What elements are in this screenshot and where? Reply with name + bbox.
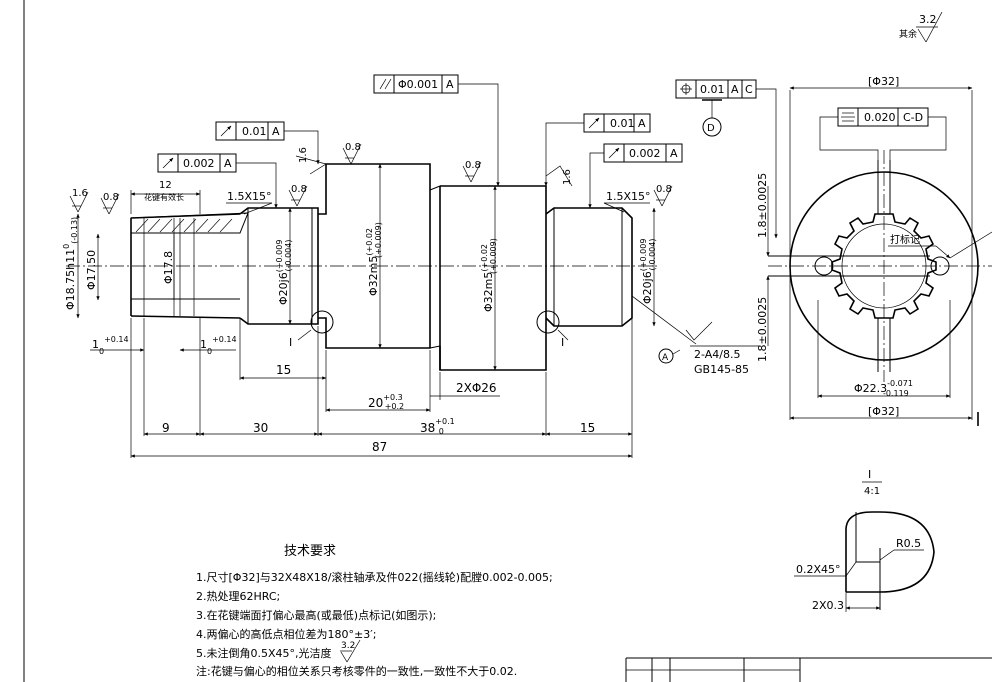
detail-chamfer: 0.2X45° [796,563,841,576]
svg-text:0.002: 0.002 [183,157,215,170]
rough-0-8-j6: 0.8 [291,184,307,195]
svg-text:Φ0.001: Φ0.001 [398,78,438,91]
gdt-runout-a2: 0.01 A [544,113,651,187]
datum-d-circle [702,117,722,137]
svg-text:A: A [638,117,646,130]
gdt-symmetry: 0.020 C-D [819,107,947,206]
rough-1-6-side-right: 1.6 [562,169,573,185]
svg-text:A: A [446,78,454,91]
datum-a: A [662,353,669,363]
mark-note: 打标记 [890,233,920,246]
dim-d20j6-left: Φ20j6(+0.009(-0.004) [275,240,293,305]
note-3: 3.在花键端面打偏心最高(或最低)点标记(如图示); [196,608,436,622]
svg-text:0.01: 0.01 [242,125,267,138]
center-std: GB145-85 [694,363,749,376]
dim-d32-top: [Φ32] [868,75,899,88]
technical-notes: 技术要求 1.尺寸[Φ32]与32X48X18/滚柱轴承及件022(摇线轮)配膛… [196,544,553,678]
dim-12: 12 [159,180,172,191]
notes-title: 技术要求 [284,544,336,559]
note-6: 注:花键与偏心的相位关系只考核零件的一致性,一致性不大于0.02. [196,664,517,678]
detail-label: I [868,468,871,481]
gdt-parallel: Φ0.001 A [373,74,500,187]
chamfer-left: 1.5X15° [227,190,272,203]
dim-9: 9 [162,421,170,435]
rough-0-8-left: 0.8 [103,192,119,203]
svg-text:0.01: 0.01 [610,117,635,130]
dim-d20j6-right: Φ20j6(+0.009(-0.004) [639,239,657,304]
svg-text:A: A [272,125,280,138]
dim-d32m5-left: Φ32m5(+0.02(+0.009) [365,222,383,296]
shaft-view: I I Φ18.75h110(-0.13) Φ17.50 Φ17.8 Φ20j6… [62,74,760,458]
dim-d17-50: Φ17.50 [85,250,98,290]
svg-text:C: C [745,83,753,96]
svg-text:C-D: C-D [903,111,923,124]
dim-15-upper: 15 [276,363,291,377]
dim-d22-3: Φ22.3-0.071-0.119 [854,379,913,398]
svg-text:A: A [670,147,678,160]
dim-15-lower: 15 [580,421,595,435]
tol-upper: 1.8±0.0025 [756,173,769,238]
note-1: 1.尺寸[Φ32]与32X48X18/滚柱轴承及件022(摇线轮)配膛0.002… [196,570,553,584]
gdt-runout-a1: 0.01 A [215,121,320,165]
spline-note: 花键有效长 [144,192,184,202]
svg-text:A: A [731,83,739,96]
chamfer-right: 1.5X15° [606,190,651,203]
rough-0-8-right: 0.8 [656,184,672,195]
svg-text:0.01: 0.01 [700,83,725,96]
title-block [625,657,992,682]
note-4: 4.两偏心的高低点相位差为180°±3′; [196,627,376,641]
dim-d32m5-right: Φ32m5(+0.02(+0.009) [480,238,498,312]
detail-view: I 4:1 R0.5 0.2X45° 2X0.3 [794,468,935,612]
dim-87: 87 [372,440,387,454]
note-5: 5.未注倒角0.5X45°,光洁度 [196,646,332,660]
note-2: 2.热处理62HRC; [196,590,280,603]
datum-d: D [707,123,715,134]
dim-d17-8: Φ17.8 [162,251,175,284]
detail-r0-5: R0.5 [896,537,921,550]
dim-2x26: 2XΦ26 [456,381,497,395]
groove-left: 10+0.14 [92,335,129,356]
rough-1-6-left: 1.6 [72,188,88,199]
section-view: 0.01 A C D 0.020 C-D [Φ32] [Φ32] [675,75,992,426]
detail-mark-right: I [561,336,564,349]
detail-circle-left [310,310,334,334]
datum-a-circle [658,348,674,364]
detail-mark-left: I [289,336,292,349]
gdt-runout-b2: 0.002 A [588,143,683,209]
dim-20: 20+0.3+0.2 [368,393,404,411]
rough-0-8-m5: 0.8 [345,142,361,153]
dim-30: 30 [253,421,268,435]
detail-circle-right [536,310,560,334]
detail-width: 2X0.3 [812,599,844,612]
center-hole: 2-A4/8.5 [694,348,740,361]
detail-scale: 4:1 [864,486,880,497]
svg-text:0.020: 0.020 [864,111,896,124]
note-5-roughness: 3.2 [341,641,355,651]
svg-text:A: A [224,157,232,170]
tol-lower: 1.8±0.0025 [756,297,769,362]
svg-text:0.002: 0.002 [629,147,661,160]
roughness-corner-note: 其余 [899,28,917,40]
spline-hatch [135,218,233,233]
gdt-position: 0.01 A C D [675,79,778,239]
dim-d18-75: Φ18.75h110(-0.13) [62,217,79,310]
groove-right: 10+0.14 [200,335,237,356]
gdt-runout-b1: 0.002 A [157,153,278,209]
rough-1-6-side-left: 1.6 [298,147,309,163]
dim-d32-bottom: [Φ32] [868,405,899,418]
rough-0-8-m5r: 0.8 [465,160,481,171]
roughness-corner: 3.2 其余 [899,11,943,43]
roughness-corner-value: 3.2 [919,13,937,26]
